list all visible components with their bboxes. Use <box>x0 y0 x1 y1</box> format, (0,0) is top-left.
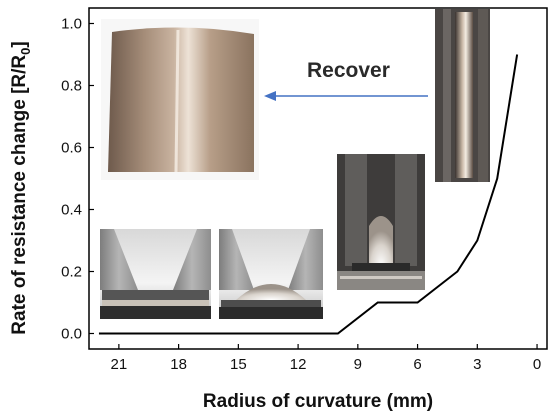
sample-in-vise-flat-photo <box>100 229 211 319</box>
large-bent-sample-photo <box>101 19 259 180</box>
y-tick-label: 0.0 <box>61 326 82 343</box>
sample-in-vise-slight-bend-photo <box>219 229 323 319</box>
plot-frame <box>88 7 548 350</box>
y-axis-label: Rate of resistance change [R/R0] <box>9 41 33 334</box>
y-tick-label: 0.8 <box>61 78 82 95</box>
flat-sample-vertical-photo <box>435 9 490 182</box>
y-tick-label: 0.2 <box>61 264 82 281</box>
y-tick-label: 0.6 <box>61 140 82 157</box>
recover-arrow <box>264 91 428 101</box>
x-tick-label: 3 <box>473 356 481 373</box>
y-axis-label-end: ] <box>9 41 30 47</box>
x-axis-label: Radius of curvature (mm) <box>203 391 433 412</box>
series-line <box>98 54 519 335</box>
x-tick-label: 18 <box>170 356 187 373</box>
x-tick-label: 15 <box>230 356 247 373</box>
axis-ticks: 21 18 15 12 9 6 3 0 0.0 0.2 0.4 0.6 0.8 1.0 <box>61 16 541 374</box>
y-tick-label: 0.4 <box>61 202 82 219</box>
x-tick-label: 0 <box>533 356 541 373</box>
recover-annotation: Recover <box>307 59 390 82</box>
series-layer <box>98 54 519 335</box>
y-axis-label-subscript: 0 <box>18 48 33 55</box>
sample-in-vise-tight-bend-photo <box>337 154 425 290</box>
y-tick-label: 1.0 <box>61 16 82 33</box>
x-tick-label: 21 <box>111 356 128 373</box>
x-tick-label: 9 <box>354 356 362 373</box>
x-tick-label: 6 <box>413 356 421 373</box>
x-tick-label: 12 <box>290 356 307 373</box>
y-axis-label-main: Rate of resistance change [R/R <box>9 55 30 335</box>
